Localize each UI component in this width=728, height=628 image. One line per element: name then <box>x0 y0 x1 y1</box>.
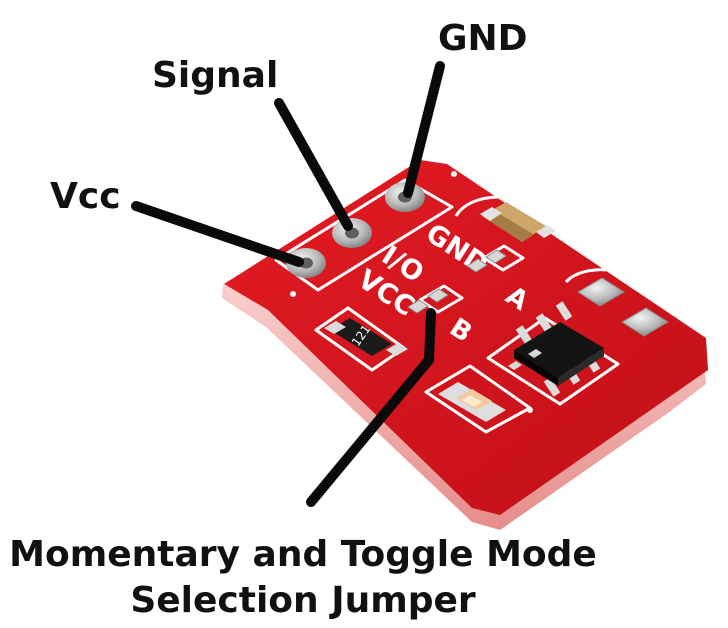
smd-pad <box>508 361 522 370</box>
capacitor-outline-arc <box>454 195 553 217</box>
led <box>438 382 506 422</box>
right-pads-outline <box>564 268 672 300</box>
pcb-board: GND I/O VCC A B <box>222 160 708 530</box>
jumper-pad <box>485 249 507 264</box>
via <box>290 291 296 297</box>
smd-pad <box>621 307 669 337</box>
capacitor <box>480 202 556 242</box>
smd-pad <box>577 277 625 307</box>
header-outline <box>274 178 454 292</box>
pad-signal <box>332 218 372 248</box>
jumper-pad <box>407 299 429 314</box>
signal-leader-line <box>274 98 353 231</box>
jumper-caption-line1: Momentary and Toggle Mode <box>9 534 597 575</box>
jumper-pad <box>427 288 449 303</box>
jumper-caption: Momentary and Toggle Mode Selection Jump… <box>0 532 606 624</box>
pcb-top-face <box>224 160 708 515</box>
pcb-edge <box>222 284 706 530</box>
signal-pin-label: Signal <box>152 55 279 96</box>
jumper-pad <box>466 258 488 273</box>
via <box>527 407 533 413</box>
jumper-caption-line2: Selection Jumper <box>130 580 476 621</box>
vcc-leader-line <box>131 201 304 267</box>
via <box>451 171 457 177</box>
smd-pad <box>528 349 542 358</box>
gnd-pin-label: GND <box>438 18 528 59</box>
ic-chip <box>514 301 604 397</box>
jumper-leader-line <box>306 308 436 507</box>
vcc-pin-label: Vcc <box>50 176 121 217</box>
gnd-leader-line <box>403 61 445 198</box>
